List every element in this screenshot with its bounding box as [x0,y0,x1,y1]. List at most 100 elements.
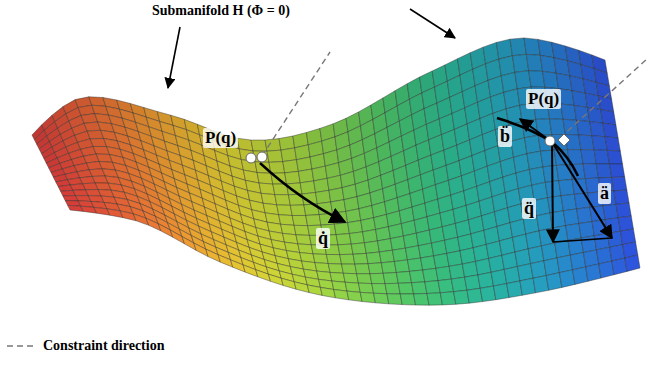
mesh-cell [601,110,616,125]
mesh-cell [603,204,618,219]
mesh-cell [579,222,594,238]
mesh-cell [405,246,420,260]
mesh-cell [331,200,346,214]
point-label: q̈ [522,198,536,219]
mesh-cell [559,270,574,288]
mesh-cell [275,195,291,206]
mesh-cell [414,294,429,306]
mesh-cell [336,234,351,245]
mesh-cell [265,139,281,152]
mesh-cell [334,289,349,299]
mesh-cell [517,264,533,281]
mesh-cell [573,267,588,285]
mesh-cell [363,229,378,242]
point-label: P(q) [526,89,561,109]
mesh-cell [379,250,394,263]
legend-text: Constraint direction [43,338,164,354]
acceleration-arrow [552,142,612,238]
mesh-cell [279,215,294,226]
mesh-cell [534,198,550,216]
mesh-cell [360,292,375,302]
mesh-cell [548,196,564,213]
mesh-cell [421,256,436,270]
mesh-cell [543,165,559,182]
mesh-cell [491,269,507,286]
mesh-cell [447,251,463,267]
mesh-cell [438,279,454,293]
mesh-cell [440,292,456,305]
mesh-cell [298,169,313,183]
mesh-cell [465,275,481,290]
mesh-cell [555,240,571,257]
mesh-cell [510,38,526,56]
mesh-cell [418,243,433,258]
mesh-cell [599,261,614,278]
mesh-cell [427,293,443,305]
mesh-cell [504,267,520,284]
mesh-cell [520,278,536,295]
mesh-cell [480,286,496,302]
mesh-cell [529,167,545,185]
mesh-cell [529,71,545,88]
mesh-cell [396,271,411,283]
mesh-cell [313,254,328,264]
mesh-cell [281,148,297,162]
velocity-arrow [260,163,345,222]
mesh-cell [277,205,292,216]
mesh-cell [515,71,531,89]
mesh-cell [431,240,446,256]
mesh-cell [541,150,557,167]
mesh-cell [607,150,622,164]
legend-line-sample [6,341,38,351]
mesh-cell [372,284,387,294]
mesh-cell [512,54,528,72]
mesh-cell [347,291,362,301]
mesh-cell [574,193,589,209]
parallelogram-edge [553,238,612,242]
mesh-cell [358,283,373,293]
mesh-cell [550,119,566,135]
mesh-cell [546,273,562,291]
point-label: P(q) [203,128,238,148]
mesh-cell [368,263,383,274]
mesh-cell [385,283,400,294]
mesh-cell [314,178,329,192]
mesh-cell [552,226,568,243]
mesh-cell [495,125,511,146]
mesh-cell [462,261,478,277]
mesh-cell [394,260,409,273]
point-marker [558,134,570,146]
mesh-cell [586,264,601,281]
mesh-cell [349,232,364,244]
point-marker [545,136,555,146]
mesh-cell [561,194,577,210]
mesh-cell [605,137,620,151]
mesh-cell [343,273,358,283]
mesh-cell [251,140,267,151]
mesh-cell [357,274,372,284]
mesh-cell [425,281,440,294]
mesh-cell [577,207,592,223]
mesh-cell [436,266,451,280]
mesh-cell [316,190,331,203]
leader-arrow [168,27,180,88]
mesh-cell [300,181,315,194]
mesh-cell [285,171,301,184]
point-label: b̈ [498,126,512,147]
mesh-cell [467,288,483,303]
mesh-cell [563,209,579,226]
dashed-line [7,345,37,346]
mesh-cell [581,150,596,165]
mesh-cell [449,264,465,279]
point-marker [246,153,256,163]
mesh-cell [583,164,598,179]
mesh-cell [353,253,368,264]
mesh-cell [533,276,549,293]
mesh-cell [320,287,335,297]
mesh-cell [609,164,624,178]
mesh-cell [294,225,309,235]
trajectory-curve [497,118,578,176]
mesh-cell [596,164,611,178]
mesh-cell [390,236,405,250]
mesh-cell [328,264,343,274]
